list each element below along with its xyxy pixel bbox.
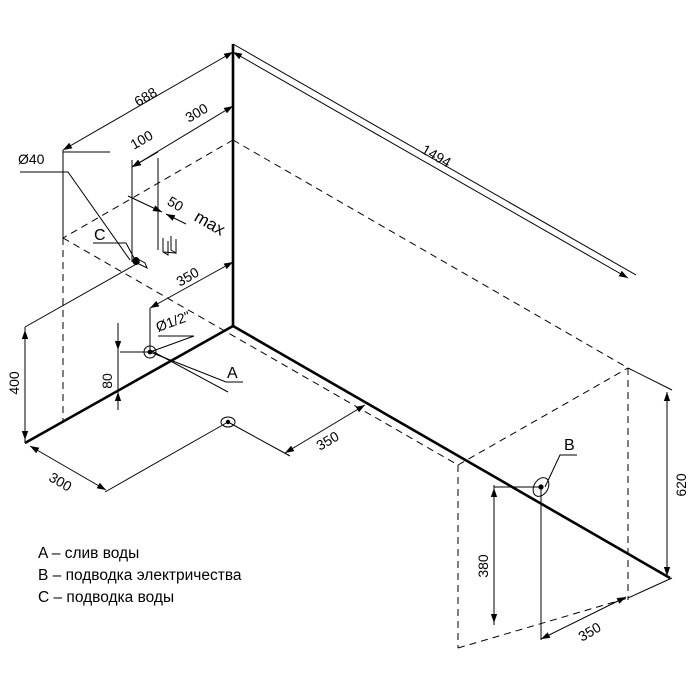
- water-inlet-pipe: [132, 236, 177, 270]
- dim-drain-height: 80: [99, 373, 115, 389]
- electric-symbol: [532, 477, 550, 497]
- dim-front-height: 620: [673, 473, 689, 497]
- dimension-lines: [21, 51, 671, 640]
- dim-drain-offset: 350: [313, 428, 341, 454]
- dim-faucet-spacing: 100: [127, 127, 155, 153]
- legend-item-c: C – подводка воды: [38, 589, 175, 606]
- legend: A – слив воды B – подводка электричества…: [38, 543, 242, 609]
- wall-outline: [24, 44, 671, 580]
- drain-symbol: [220, 416, 236, 428]
- legend-item-a: A – слив воды: [38, 545, 140, 562]
- dim-pipe-diameter: Ø40: [18, 151, 45, 167]
- dim-electric-height: 380: [475, 554, 491, 578]
- thread-symbol: [143, 345, 157, 359]
- dim-length: 1494: [419, 141, 454, 171]
- dim-thread-size: Ø1/2": [154, 308, 193, 335]
- dim-inlet-offset: 350: [173, 264, 201, 290]
- dim-max-label: max: [191, 207, 229, 240]
- label-c: C: [94, 227, 106, 244]
- leader-lines: [20, 171, 577, 488]
- dim-faucet-max: 50: [165, 193, 187, 215]
- dim-drain-from-side: 300: [46, 469, 74, 495]
- dim-width-back: 688: [131, 84, 159, 110]
- dim-height: 400: [6, 371, 22, 395]
- dim-electric-offset: 350: [575, 619, 603, 645]
- legend-item-b: B – подводка электричества: [38, 567, 242, 584]
- label-a: A: [227, 365, 238, 382]
- label-b: B: [564, 437, 575, 454]
